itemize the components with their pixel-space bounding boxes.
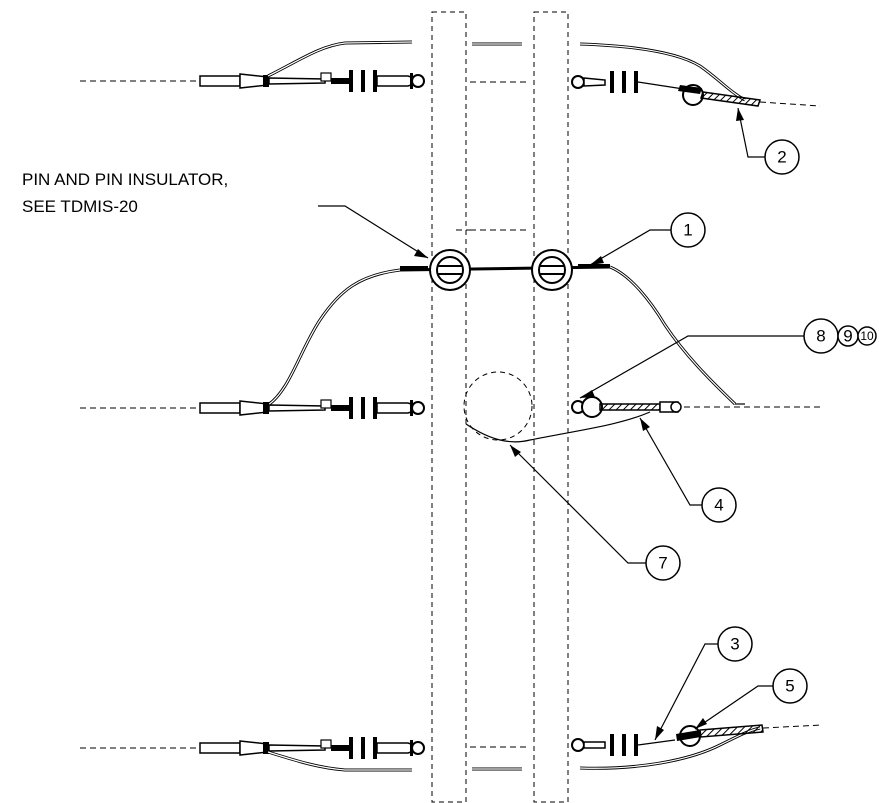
callout-2: 2 bbox=[764, 139, 800, 175]
callout-8: 8 bbox=[803, 318, 839, 354]
pin-insulator-left bbox=[429, 249, 471, 291]
callout-4-label: 4 bbox=[714, 496, 723, 515]
callout-8-label: 8 bbox=[816, 327, 825, 346]
pin-insulator-right bbox=[531, 249, 573, 291]
callout-4: 4 bbox=[701, 487, 737, 523]
callout-10-label: 10 bbox=[860, 329, 874, 343]
callout-9: 9 bbox=[837, 325, 859, 347]
callout-7-label: 7 bbox=[658, 554, 667, 573]
callout-5-label: 5 bbox=[785, 677, 794, 696]
callout-2-label: 2 bbox=[777, 148, 786, 167]
callout-1-label: 1 bbox=[683, 221, 692, 240]
callout-3-label: 3 bbox=[730, 635, 739, 654]
callout-5: 5 bbox=[772, 668, 808, 704]
callout-10: 10 bbox=[857, 326, 877, 346]
callout-7: 7 bbox=[645, 545, 681, 581]
callout-3: 3 bbox=[717, 626, 753, 662]
bottom-row bbox=[80, 724, 823, 772]
leaders bbox=[318, 107, 804, 741]
dashed-circle bbox=[463, 371, 533, 441]
pin-insulator-row bbox=[267, 229, 737, 407]
pin-insulator-note-line1: PIN AND PIN INSULATOR, bbox=[22, 170, 228, 189]
pin-insulator-note-line2: SEE TDMIS-20 bbox=[22, 197, 138, 216]
middle-row bbox=[80, 371, 820, 443]
pole-right bbox=[533, 11, 569, 803]
pole-left bbox=[431, 11, 467, 803]
top-row bbox=[80, 40, 821, 107]
callout-1: 1 bbox=[670, 212, 706, 248]
callout-9-label: 9 bbox=[843, 327, 852, 346]
